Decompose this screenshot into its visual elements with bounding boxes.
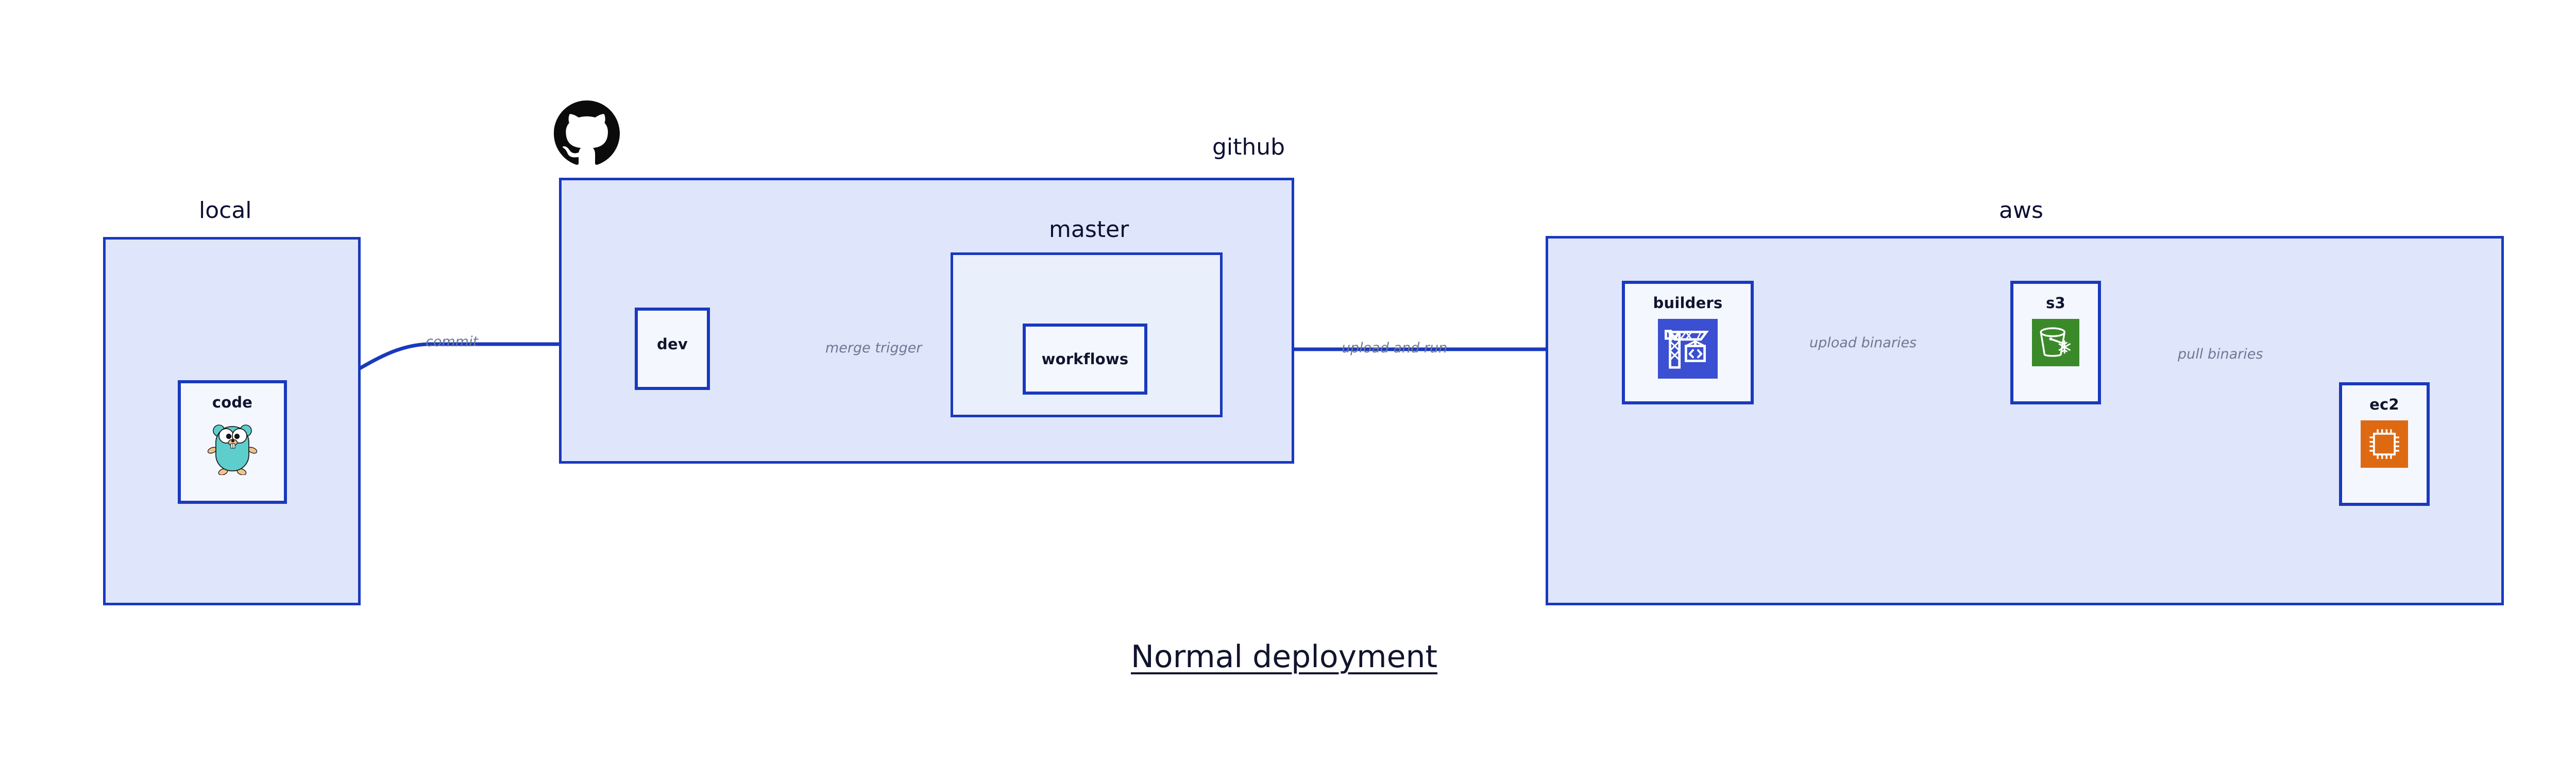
subgroup-label-master: master (1049, 216, 1129, 243)
node-label-s3: s3 (2046, 294, 2065, 312)
node-label-code: code (212, 394, 253, 411)
node-label-workflows: workflows (1041, 350, 1129, 368)
edge-label-pull-binaries: pull binaries (2176, 346, 2265, 362)
node-label-dev: dev (657, 335, 688, 353)
edge-label-upload-binaries: upload binaries (1807, 335, 1919, 351)
node-builders[interactable]: builders (1622, 281, 1754, 404)
node-s3[interactable]: s3 (2010, 281, 2101, 404)
node-label-builders: builders (1653, 294, 1723, 312)
node-code[interactable]: code (178, 380, 287, 504)
github-octocat-logo (554, 100, 620, 166)
node-workflows[interactable]: workflows (1023, 324, 1147, 395)
group-label-aws: aws (1999, 197, 2043, 224)
aws-ec2-chip-icon (2361, 420, 2408, 468)
diagram-title: Normal deployment (1131, 639, 1438, 675)
edge-label-merge-trigger: merge trigger (823, 340, 924, 356)
aws-s3-bucket-icon (2032, 319, 2079, 366)
edge-label-commit: commit (426, 334, 479, 350)
go-gopher-icon (207, 418, 258, 476)
group-label-local: local (199, 197, 252, 224)
node-dev[interactable]: dev (635, 308, 710, 390)
group-label-github: github (1212, 134, 1285, 160)
node-label-ec2: ec2 (2369, 396, 2399, 413)
edge-label-upload-and-run: upload and run (1342, 340, 1448, 356)
node-ec2[interactable]: ec2 (2339, 382, 2430, 506)
aws-crane-icon (1658, 319, 1718, 379)
